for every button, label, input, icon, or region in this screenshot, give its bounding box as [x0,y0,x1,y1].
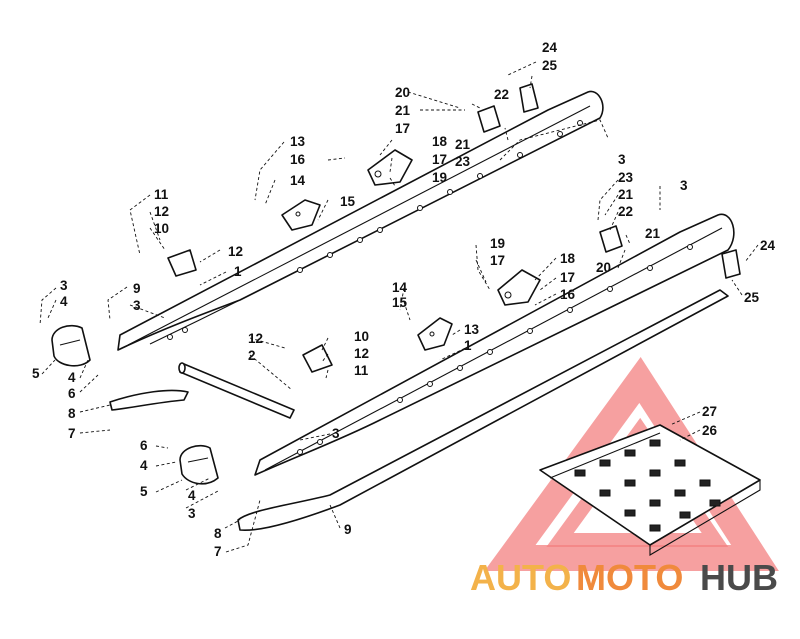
callout-6: 6 [68,386,76,401]
callout-6: 6 [140,438,148,453]
lower-slide-rail [254,213,735,476]
callout-1: 1 [464,338,472,353]
callout-3: 3 [332,426,340,441]
leader-lines [39,61,759,553]
callout-13: 13 [290,134,306,149]
callout-11: 11 [154,187,169,202]
callout-20: 20 [596,260,611,275]
callout-22: 22 [618,204,633,219]
callout-23: 23 [455,154,471,169]
callout-27: 27 [702,404,717,419]
callout-15: 15 [340,194,356,209]
callout-16: 16 [560,287,576,302]
watermark-moto: MOTO [576,557,683,598]
callout-3: 3 [618,152,626,167]
callout-4: 4 [188,488,196,503]
callout-labels: 24 25 20 22 21 21 23 3 13 17 18 16 17 19… [32,40,776,559]
callout-23: 23 [618,170,634,185]
spring-block-18-lower [497,269,541,306]
callout-5: 5 [140,484,148,499]
callout-8: 8 [214,526,222,541]
callout-9: 9 [133,281,141,296]
callout-2: 2 [248,348,256,363]
callout-13: 13 [464,322,480,337]
callout-4: 4 [140,458,148,473]
callout-22: 22 [494,87,509,102]
callout-9: 9 [344,522,352,537]
watermark-auto: AUTO [470,557,571,598]
bracket-14-upper [281,199,321,231]
callout-19: 19 [432,170,447,185]
callout-21: 21 [455,137,471,152]
callout-14: 14 [392,280,408,295]
callout-11: 11 [354,363,369,378]
callout-12: 12 [248,331,263,346]
upper-slide-rail [117,90,604,351]
callout-17: 17 [490,253,505,268]
watermark-hub: HUB [700,557,778,598]
callout-21: 21 [618,187,634,202]
callout-1: 1 [234,264,242,279]
callout-25: 25 [542,58,558,73]
callout-17: 17 [395,121,410,136]
bracket-25-lower [721,249,741,279]
track-section [539,424,761,556]
bracket-10-upper [167,249,197,277]
callout-15: 15 [392,295,408,310]
callout-4: 4 [60,294,68,309]
callout-24: 24 [542,40,558,55]
callout-14: 14 [290,173,306,188]
watermark-text: AUTO MOTO HUB [470,557,778,598]
callout-24: 24 [760,238,776,253]
callout-5: 5 [32,366,40,381]
bracket-25-upper [519,83,539,113]
callout-19: 19 [490,236,505,251]
block-22-upper [477,105,501,133]
callout-12: 12 [228,244,243,259]
callout-26: 26 [702,423,718,438]
callout-10: 10 [154,221,169,236]
front-skid-upper [109,389,189,411]
callout-25: 25 [744,290,760,305]
callout-12: 12 [154,204,169,219]
callout-8: 8 [68,406,76,421]
callout-3: 3 [60,278,68,293]
callout-4: 4 [68,370,76,385]
callout-16: 16 [290,152,306,167]
wear-strip [237,289,729,532]
bumper-upper [51,324,91,367]
callout-18: 18 [560,251,576,266]
callout-3: 3 [680,178,688,193]
callout-7: 7 [68,426,76,441]
callout-3: 3 [188,506,196,521]
cross-shaft [178,362,295,419]
callout-7: 7 [214,544,222,559]
callout-20: 20 [395,85,410,100]
callout-3: 3 [133,298,141,313]
bracket-14-lower [417,317,453,351]
spring-block-18-upper [367,149,413,186]
callout-17: 17 [560,270,575,285]
callout-12: 12 [354,346,369,361]
callout-10: 10 [354,329,369,344]
bracket-10-lower [302,344,333,373]
callout-21: 21 [645,226,661,241]
callout-18: 18 [432,134,448,149]
callout-17: 17 [432,152,447,167]
block-22-lower [599,225,623,253]
bumper-lower [179,444,219,485]
callout-21: 21 [395,103,411,118]
